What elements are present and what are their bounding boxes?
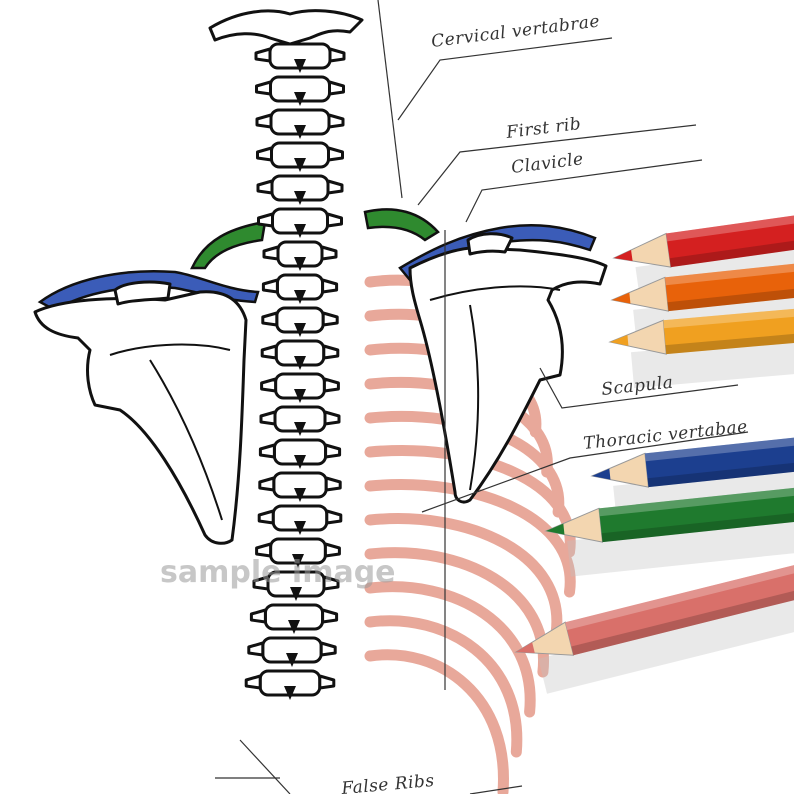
vertebra xyxy=(247,636,337,667)
vertebra xyxy=(255,537,341,568)
vertebral-column xyxy=(208,9,364,700)
vertebra xyxy=(254,42,346,73)
first-rib xyxy=(190,208,440,270)
vertebra xyxy=(261,306,339,337)
vertebra xyxy=(249,603,339,634)
pencil xyxy=(514,525,794,694)
rib-right-outline xyxy=(368,653,506,794)
vertebra xyxy=(259,405,341,436)
vertebra xyxy=(256,141,344,172)
scapula-right xyxy=(408,232,608,504)
rib-right-colored xyxy=(364,615,523,758)
label-cervical-vertebrae: Cervical vertabrae xyxy=(430,11,601,52)
vertebra xyxy=(258,438,342,469)
rib-right-colored xyxy=(364,649,509,794)
vertebra xyxy=(261,273,339,304)
label-false-ribs: False Ribs xyxy=(340,771,436,794)
label-first-rib: First rib xyxy=(504,114,582,143)
vertebra xyxy=(244,669,336,700)
pencil xyxy=(544,466,794,577)
vertebra xyxy=(256,174,344,205)
vertebra xyxy=(260,339,340,370)
vertebra xyxy=(252,570,340,601)
vertebra xyxy=(257,207,343,238)
vertebra xyxy=(258,471,342,502)
vertebra xyxy=(255,108,345,139)
label-clavicle: Clavicle xyxy=(510,149,585,178)
watermark: sample image xyxy=(160,555,396,590)
label-scapula: Scapula xyxy=(600,373,674,400)
rib-right-colored xyxy=(364,513,563,638)
leader-lines xyxy=(215,0,749,794)
vertebra xyxy=(262,240,338,271)
rib-right-colored xyxy=(364,479,576,598)
pencil xyxy=(608,285,794,389)
vertebra xyxy=(255,75,345,106)
rib-right-colored xyxy=(364,581,536,718)
scapula-left xyxy=(33,280,248,545)
vertebra xyxy=(257,504,343,535)
atlas xyxy=(208,9,364,46)
colored-pencils xyxy=(514,177,794,694)
vertebra xyxy=(260,372,340,403)
